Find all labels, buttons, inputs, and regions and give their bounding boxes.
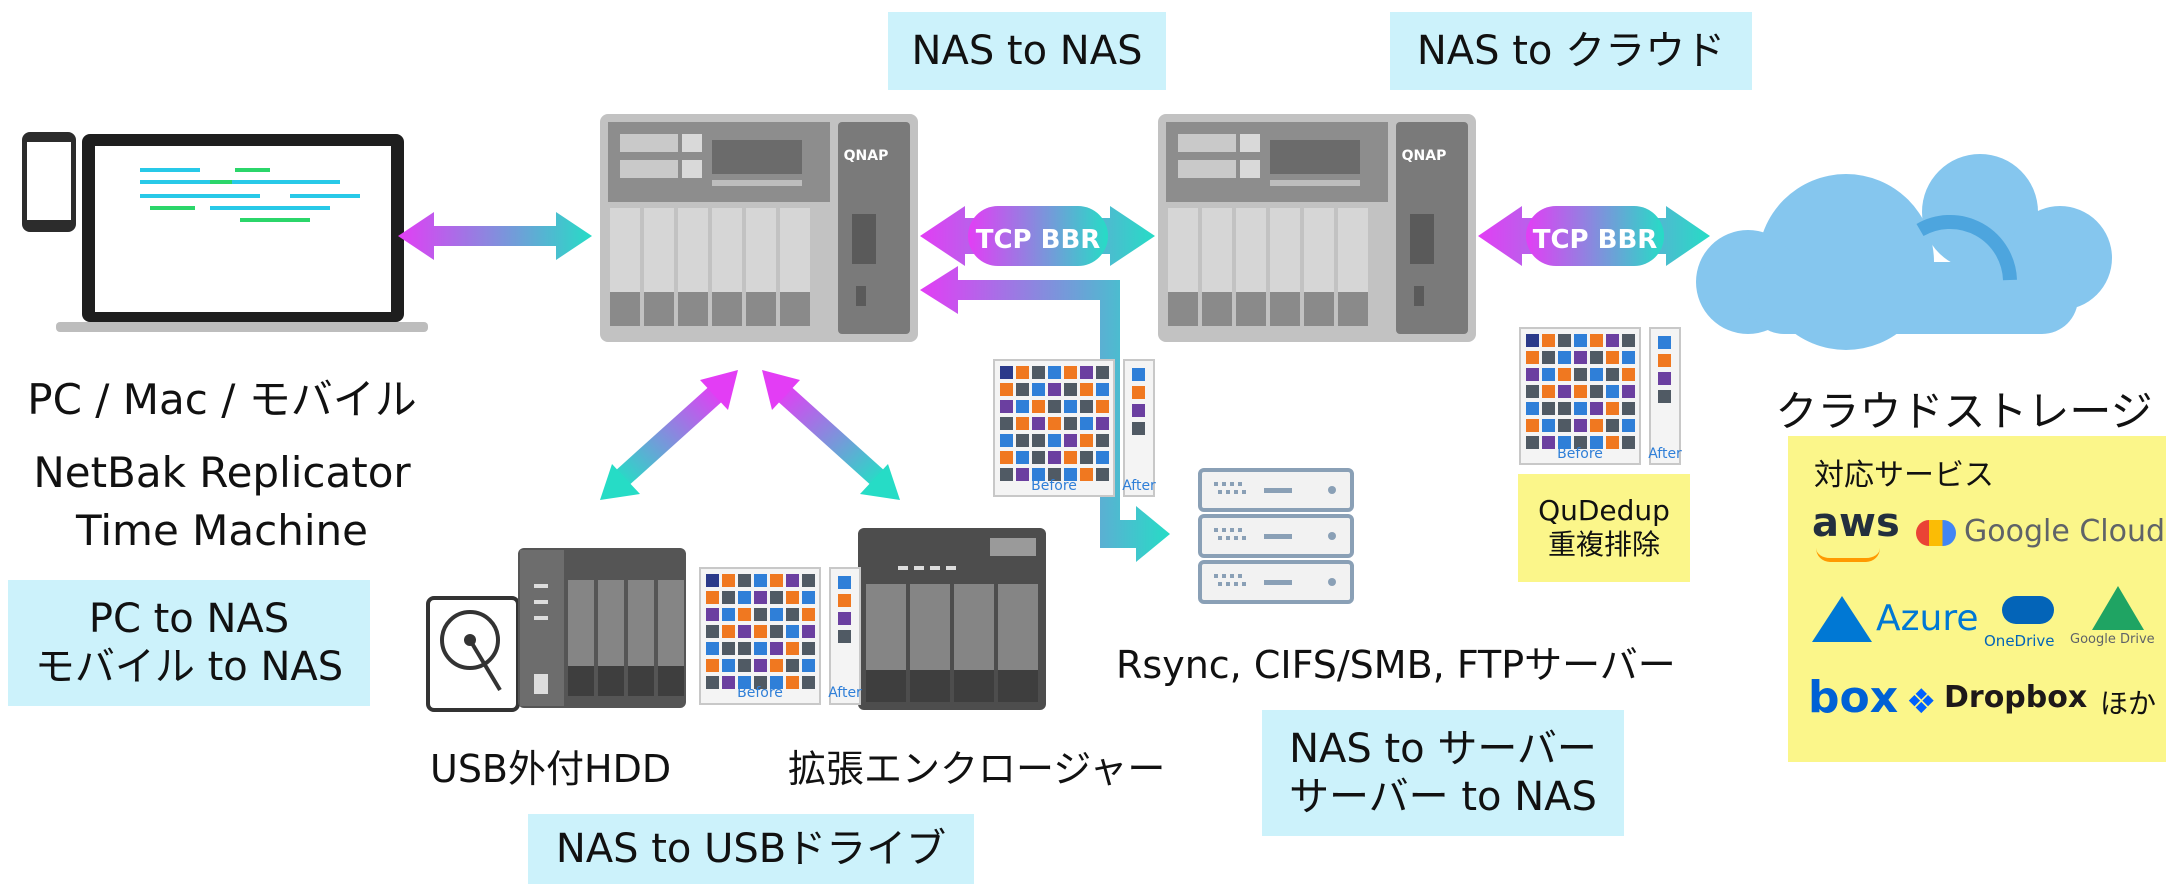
nas-to-server-box: NAS to サーバー サーバー to NAS bbox=[1262, 710, 1624, 836]
usb-enclosure-icon bbox=[518, 548, 686, 708]
dedup-graphic-nas-server bbox=[993, 359, 1155, 497]
cloud-storage-icon bbox=[1696, 154, 2112, 350]
onedrive-icon bbox=[2002, 596, 2054, 624]
azure-icon bbox=[1812, 596, 1872, 642]
after-label-3: After bbox=[828, 685, 862, 701]
dedup-graphic-usb bbox=[699, 567, 861, 705]
qnap-logo-secondary: QNAP bbox=[1402, 148, 1447, 164]
arrow-nas-cloud-tcp-bbr bbox=[1478, 206, 1710, 266]
google-cloud-icon bbox=[1916, 520, 1956, 546]
expansion-label: 拡張エンクロージャー bbox=[788, 747, 1166, 791]
nas-to-nas-label: NAS to NAS bbox=[888, 12, 1166, 90]
cloud-services-panel: 対応サービス aws Google Cloud Azure OneDrive G… bbox=[1788, 436, 2166, 762]
pc-mac-mobile-label: PC / Mac / モバイル bbox=[27, 375, 417, 424]
aws-logo: aws bbox=[1812, 500, 1900, 546]
netbak-label: NetBak Replicator bbox=[33, 448, 411, 497]
onedrive-logo: OneDrive bbox=[1984, 632, 2055, 650]
server-stack-icon bbox=[1198, 468, 1354, 604]
arrow-nas-usb bbox=[600, 370, 738, 500]
tcp-bbr-label-2: TCP BBR bbox=[1533, 225, 1658, 255]
azure-logo: Azure bbox=[1876, 598, 1979, 639]
server-to-nas-line: サーバー to NAS bbox=[1289, 774, 1597, 820]
after-label-2: After bbox=[1648, 446, 1682, 462]
pc-mac-mobile-illustration bbox=[22, 132, 428, 332]
pc-to-nas-box: PC to NAS モバイル to NAS bbox=[8, 580, 370, 706]
pc-to-nas-line: PC to NAS bbox=[88, 596, 290, 642]
aws-smile-icon bbox=[1816, 548, 1880, 562]
expansion-enclosure-icon bbox=[858, 528, 1046, 710]
nas-to-usb-box: NAS to USBドライブ bbox=[528, 814, 974, 884]
servers-label: Rsync, CIFS/SMB, FTPサーバー bbox=[1116, 643, 1676, 687]
arrow-pc-nas bbox=[398, 212, 592, 260]
nas-to-server-line: NAS to サーバー bbox=[1289, 726, 1597, 772]
qudedup-box: QuDedup 重複排除 bbox=[1518, 474, 1690, 582]
before-label-1: Before bbox=[1031, 478, 1077, 494]
google-cloud-logo: Google Cloud bbox=[1964, 514, 2166, 549]
qudedup-line-1: QuDedup bbox=[1538, 494, 1670, 528]
qudedup-line-2: 重複排除 bbox=[1547, 528, 1660, 561]
dropbox-logo: Dropbox bbox=[1944, 680, 2088, 715]
usb-hdd-icon bbox=[426, 596, 520, 712]
arrow-nas-nas-tcp-bbr bbox=[920, 206, 1155, 266]
after-label-1: After bbox=[1122, 478, 1156, 494]
time-machine-label: Time Machine bbox=[76, 506, 368, 555]
dropbox-icon: ❖ bbox=[1906, 682, 1937, 722]
tcp-bbr-label-1: TCP BBR bbox=[976, 225, 1101, 255]
before-label-2: Before bbox=[1557, 446, 1603, 462]
arrow-nas-expansion bbox=[762, 370, 900, 500]
cloud-storage-label: クラウドストレージ bbox=[1775, 387, 2153, 436]
before-label-3: Before bbox=[737, 685, 783, 701]
usb-hdd-label: USB外付HDD bbox=[430, 747, 672, 791]
others-label: ほか bbox=[2100, 687, 2157, 720]
cloud-services-title: 対応サービス bbox=[1814, 458, 1994, 493]
dedup-graphic-cloud bbox=[1519, 327, 1681, 465]
box-logo: box bbox=[1808, 672, 1899, 723]
google-drive-icon bbox=[2092, 586, 2144, 630]
nas-to-cloud-label: NAS to クラウド bbox=[1390, 12, 1752, 90]
qnap-logo-primary: QNAP bbox=[844, 148, 889, 164]
google-drive-logo: Google Drive bbox=[2070, 632, 2155, 647]
mobile-to-nas-line: モバイル to NAS bbox=[34, 644, 344, 690]
